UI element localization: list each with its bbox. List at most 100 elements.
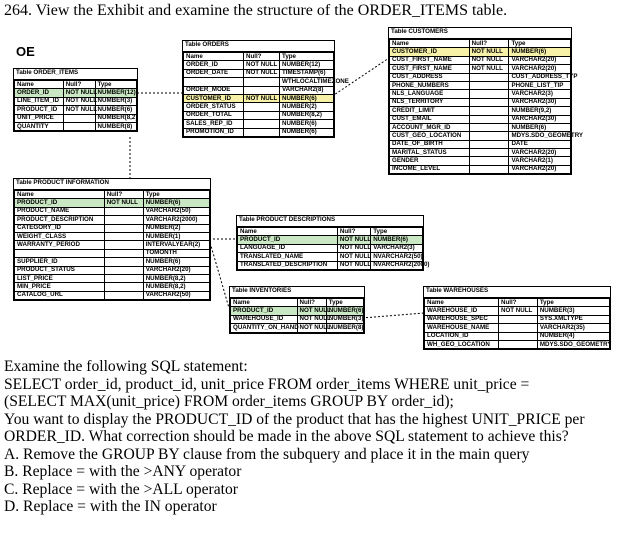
data-type-cell: NUMBER(4) (536, 331, 611, 341)
column-name-cell: CUST_FIRST_NAME (389, 55, 470, 66)
null-constraint-cell: NOT NULL (243, 68, 280, 79)
data-type-cell: VARCHAR2(50) (142, 290, 211, 301)
col-header-type: Type (142, 189, 211, 200)
column-name-cell: ORDER_MODE (183, 85, 244, 95)
data-type-cell: NUMBER(3) (325, 314, 365, 325)
col-header-type: Type (279, 51, 334, 62)
col-header-type: Type (536, 297, 611, 308)
col-header-name: Name (183, 51, 244, 62)
question-intro: Examine the following SQL statement: (4, 358, 248, 375)
option-d[interactable]: D. Replace = with the IN operator (4, 498, 217, 515)
data-type-cell: NUMBER(8) (325, 323, 365, 333)
data-type-cell: NUMBER(8,2) (142, 273, 211, 284)
column-name-cell: LANGUAGE_ID (237, 243, 338, 254)
data-type-cell: VARCHAR2(3) (508, 89, 571, 99)
null-constraint-cell: NOT NULL (468, 64, 510, 74)
null-constraint-cell (243, 127, 280, 137)
data-type-cell: NUMBER(6) (142, 198, 211, 208)
column-name-cell: TRANSLATED_DESCRIPTION (237, 260, 338, 270)
column-name-cell: WAREHOUSE_SPEC (424, 314, 499, 325)
data-type-cell: NUMBER(6) (279, 119, 334, 129)
data-type-cell: NUMBER(12) (279, 60, 334, 70)
null-constraint-cell: NOT NULL (62, 88, 97, 98)
data-type-cell: CUST_ADDRESS_TYP (508, 72, 577, 82)
column-name-cell: CREDIT_LIMIT (389, 106, 470, 116)
data-type-cell: VARCHAR2(30) (508, 97, 571, 108)
option-c[interactable]: C. Replace = with the >ALL operator (4, 480, 238, 498)
table-customers: Table CUSTOMERS Name Null? Type CUSTOMER… (388, 27, 583, 176)
data-type-cell: NUMBER(6) (94, 105, 138, 115)
column-name-cell: PRODUCT_ID (14, 198, 105, 208)
data-type-cell: NUMBER(2) (142, 223, 211, 233)
column-name-cell: NLS_TERRITORY (389, 97, 470, 108)
col-header-name: Name (424, 297, 499, 308)
inventories-warehouses-link (361, 312, 425, 319)
data-type-cell: NUMBER(1) (142, 231, 211, 242)
column-name-cell: MARITAL_STATUS (389, 148, 470, 158)
col-header-name: Name (230, 297, 298, 308)
sql-line-1: SELECT order_id, product_id, unit_price … (4, 375, 530, 393)
column-name-cell (14, 248, 105, 259)
null-constraint-cell: NOT NULL (336, 243, 372, 254)
null-constraint-cell (103, 265, 144, 275)
option-b[interactable]: B. Replace = with the >ANY operator (4, 463, 242, 480)
data-type-cell: NVARCHAR2(2000) (370, 260, 429, 270)
column-name-cell: LIST_PRICE (14, 273, 105, 284)
column-name-cell: TRANSLATED_NAME (237, 252, 338, 262)
data-type-cell: TOMONTH (142, 248, 211, 259)
col-header-null: Null? (296, 297, 327, 308)
null-constraint-cell (243, 119, 280, 129)
column-name-cell: WARRANTY_PERIOD (14, 240, 105, 250)
table-name: Table PRODUCT DESCRIPTIONS (237, 216, 423, 227)
option-a[interactable]: A. Remove the GROUP BY clause from the s… (4, 445, 530, 463)
column-name-cell: PROMOTION_ID (183, 127, 244, 137)
data-type-cell: VARCHAR2(20) (508, 64, 571, 74)
null-constraint-cell (468, 80, 510, 91)
data-type-cell: NUMBER(3) (536, 306, 611, 316)
col-header-type: Type (508, 38, 571, 49)
table-inventories: Table INVENTORIES Name Null? Type PRODUC… (229, 286, 365, 334)
null-constraint-cell: NOT NULL (62, 96, 97, 107)
data-type-cell: VARCHAR2(2000) (142, 215, 211, 225)
col-header-null: Null? (498, 297, 538, 308)
data-type-cell: VARCHAR2(50) (142, 206, 211, 217)
table-row: NLS_LANGUAGE VARCHAR2(3) (389, 89, 571, 99)
null-constraint-cell (103, 215, 144, 225)
data-type-cell: NUMBER(6) (279, 127, 334, 137)
null-constraint-cell: NOT NULL (498, 306, 538, 316)
col-header-name: Name (389, 38, 470, 49)
null-constraint-cell: NOT NULL (336, 252, 372, 262)
column-name-cell (183, 77, 244, 87)
null-constraint-cell (103, 223, 144, 233)
data-type-cell: MDYS.SDO_GEOMETRY (508, 131, 583, 141)
null-constraint-cell (468, 114, 510, 124)
column-name-cell: PRODUCT_ID (14, 105, 64, 115)
question-body: Examine the following SQL statement: SEL… (4, 358, 634, 516)
table-name: Table CUSTOMERS (389, 28, 571, 39)
column-name-cell: ORDER_TOTAL (183, 110, 244, 121)
column-name-cell: UNIT_PRICE (14, 113, 64, 123)
table-product-information: Table PRODUCT INFORMATION Name Null? Typ… (13, 178, 211, 302)
null-constraint-cell (498, 331, 538, 341)
null-constraint-cell (103, 282, 144, 292)
column-name-cell: NLS_LANGUAGE (389, 89, 470, 99)
data-type-cell: DATE (508, 139, 571, 150)
column-name-cell: CUST_FIRST_NAME (389, 64, 470, 74)
